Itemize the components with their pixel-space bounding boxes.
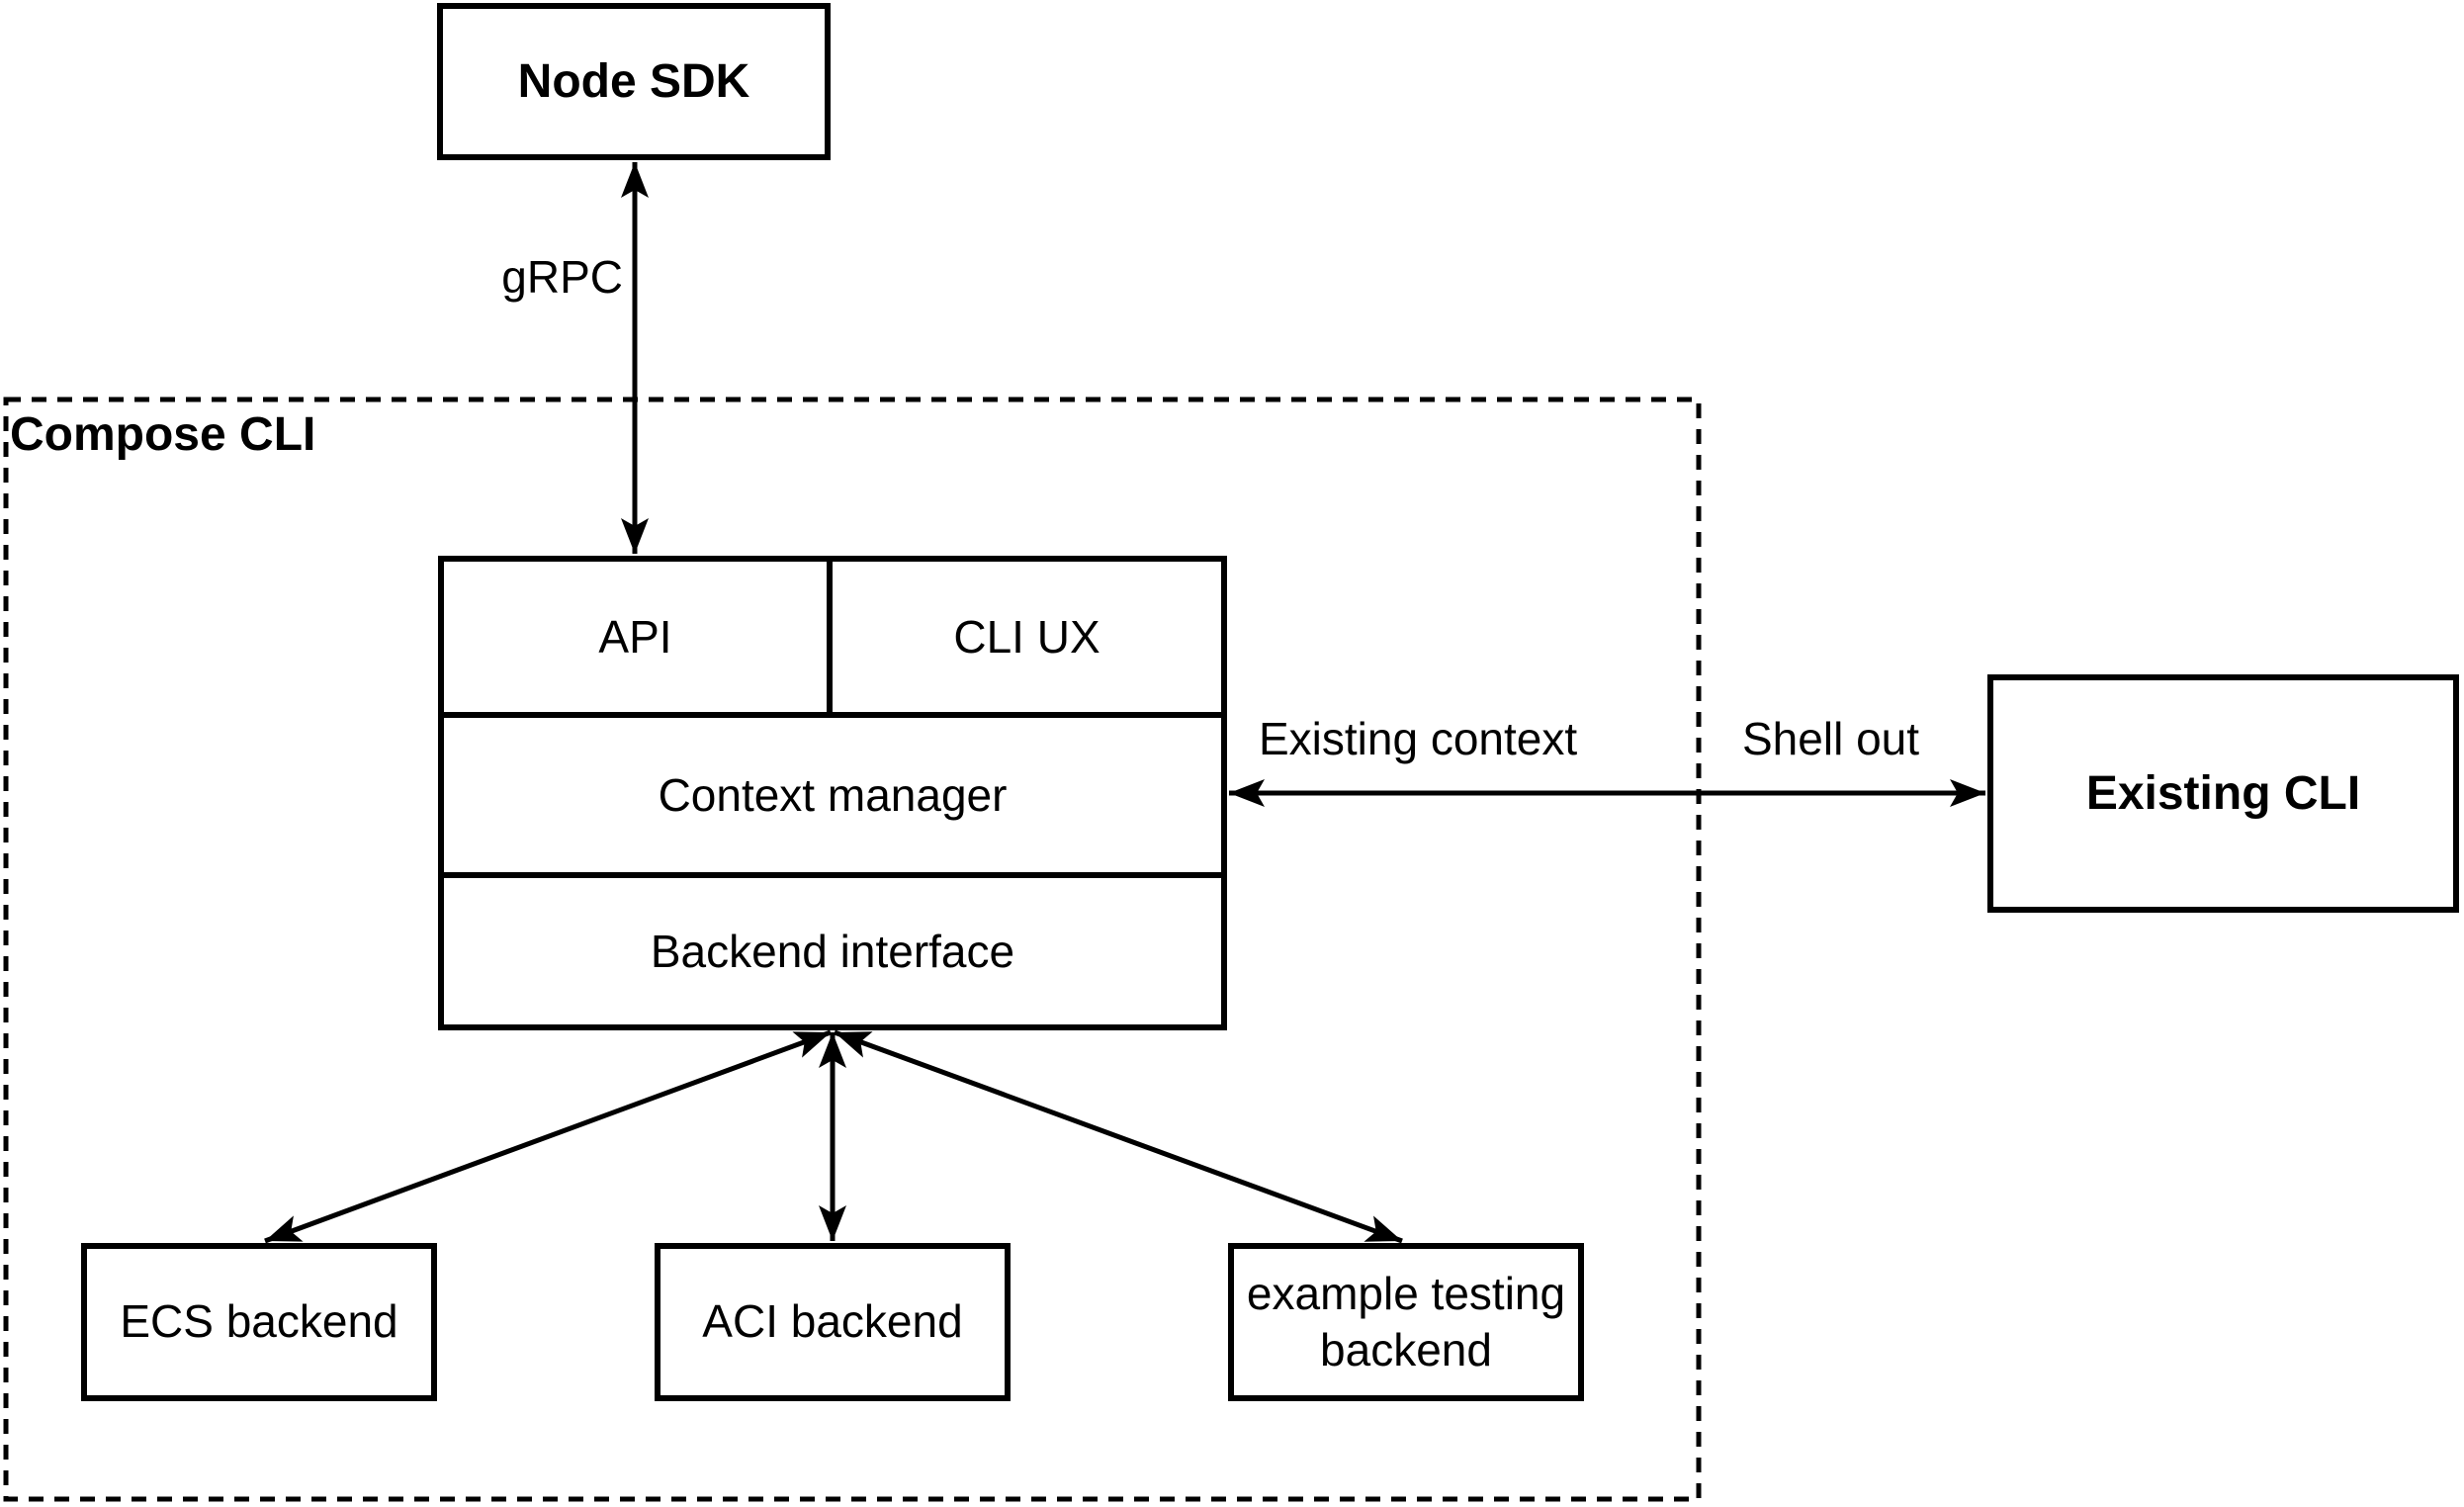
api-box: API — [444, 562, 833, 718]
example-testing-backend-box: example testing backend — [1228, 1243, 1584, 1401]
ecs-backend-label: ECS backend — [120, 1295, 398, 1348]
node-sdk-label: Node SDK — [517, 54, 750, 108]
context-manager-label: Context manager — [658, 769, 1008, 821]
aci-backend-label: ACI backend — [702, 1295, 963, 1348]
cli-ux-box: CLI UX — [833, 562, 1221, 718]
compose-cli-stack: API CLI UX Context manager Backend inter… — [438, 556, 1227, 1030]
ecs-backend-box: ECS backend — [81, 1243, 437, 1401]
existing-cli-label: Existing CLI — [2085, 766, 2361, 820]
backend-interface-label: Backend interface — [650, 926, 1015, 977]
shell-out-edge-label: Shell out — [1742, 713, 1920, 764]
example-testing-backend-label: example testing backend — [1246, 1267, 1566, 1376]
backend-example-arrow — [834, 1029, 1403, 1244]
backend-interface-box: Backend interface — [444, 878, 1221, 1024]
cli-ux-label: CLI UX — [953, 611, 1100, 663]
api-label: API — [598, 611, 672, 663]
node-sdk-box: Node SDK — [437, 3, 831, 160]
existing-cli-box: Existing CLI — [1987, 674, 2459, 913]
context-manager-box: Context manager — [444, 718, 1221, 878]
compose-cli-container — [3, 397, 1702, 1502]
existing-context-edge-label: Existing context — [1259, 713, 1578, 764]
aci-backend-box: ACI backend — [655, 1243, 1011, 1401]
compose-cli-label: Compose CLI — [10, 408, 316, 461]
grpc-edge-label: gRPC — [501, 251, 623, 303]
backend-ecs-arrow — [264, 1029, 832, 1244]
